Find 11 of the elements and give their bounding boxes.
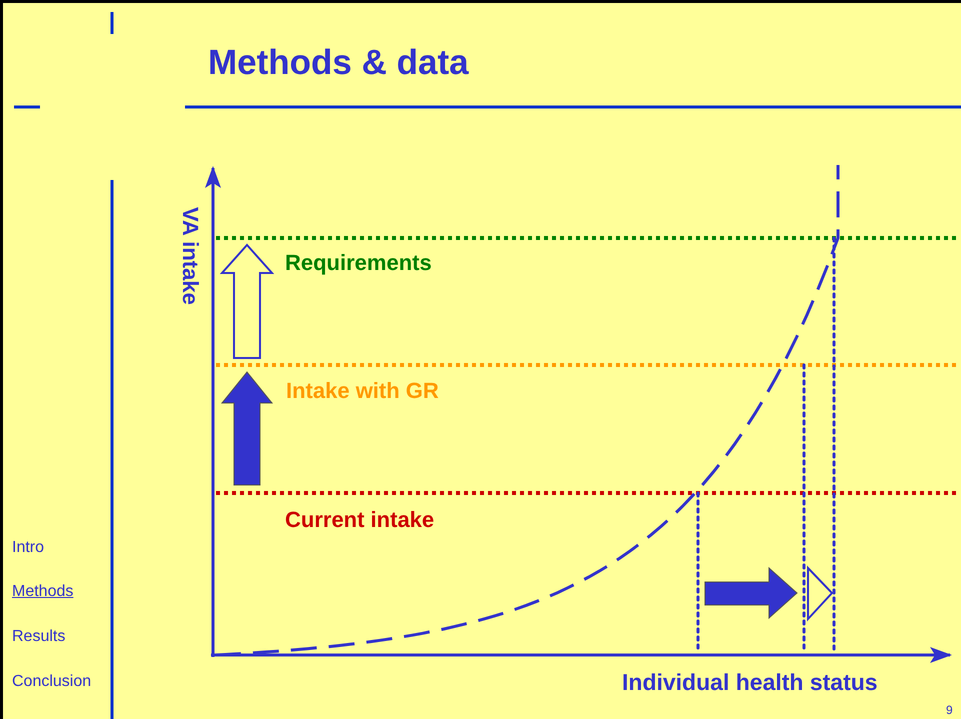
nav-link: Intro: [12, 538, 44, 558]
level-label: Intake with GR: [286, 377, 439, 405]
nav-link: Conclusion: [12, 672, 92, 692]
axis-label: VA intake: [177, 207, 203, 305]
slide-title: Methods & data: [208, 43, 469, 83]
level-label: Requirements: [285, 249, 432, 277]
page-number: 9: [946, 703, 953, 719]
level-label: Current intake: [285, 506, 434, 534]
axis-label: Individual health status: [622, 668, 878, 697]
nav-link: Methods: [12, 582, 74, 602]
nav-link: Results: [12, 627, 66, 647]
